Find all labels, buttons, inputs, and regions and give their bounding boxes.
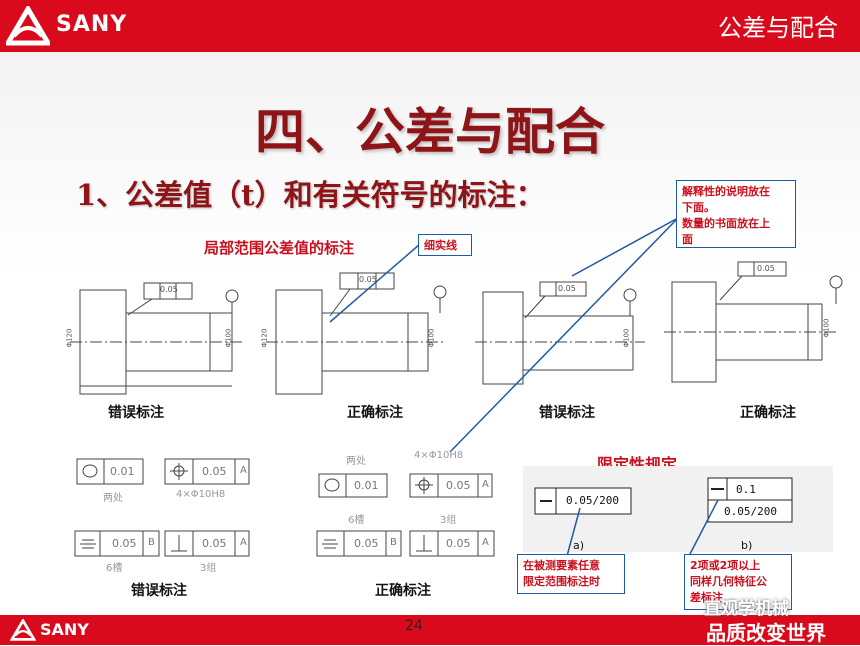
callout-explain-line4: 面 bbox=[682, 233, 693, 246]
sany-footer-emblem-icon bbox=[10, 619, 36, 641]
callout-leaders bbox=[329, 217, 719, 557]
header-bar: SANY 公差与配合 bbox=[0, 0, 860, 52]
datum-a-2: A bbox=[240, 537, 247, 548]
callout-multi-line3: 差标注 bbox=[690, 591, 723, 604]
callout-explanation: 解释性的说明放在 下面。 数量的书面放在上 面 bbox=[676, 180, 796, 248]
frame-value-005-c: 0.05 bbox=[202, 537, 227, 550]
shaft-drawing-2 bbox=[266, 272, 447, 395]
callout-multi-line2: 同样几何特征公 bbox=[690, 575, 767, 588]
datum-a-1: A bbox=[240, 465, 247, 476]
note-two-places-1: 两处 bbox=[103, 493, 123, 504]
callout-explain-line1: 解释性的说明放在 bbox=[682, 185, 770, 198]
footer-tagline: 品质改变世界 bbox=[706, 621, 826, 645]
note-holes-2: 4×Φ10H8 bbox=[414, 450, 464, 461]
limit-label-a: a) bbox=[573, 539, 585, 552]
datum-b-1: B bbox=[148, 537, 155, 548]
caption-right-3: 正确标注 bbox=[375, 583, 431, 599]
subtitle: 1、公差值（t）和有关符号的标注： bbox=[76, 178, 545, 212]
limit-value-b1: 0.1 bbox=[736, 483, 756, 496]
main-title: 四、公差与配合 bbox=[255, 102, 605, 161]
callout-thin-line-text: 细实线 bbox=[424, 239, 457, 252]
note-three-groups-2: 3组 bbox=[440, 515, 457, 526]
caption-wrong-1: 错误标注 bbox=[108, 405, 164, 421]
frame-value-005-a: 0.05 bbox=[202, 465, 227, 478]
callout-arbitrary-range: 在被测要素任意 限定范围标注时 bbox=[517, 554, 625, 594]
drawing-value-1: 0.05 bbox=[160, 285, 178, 294]
caption-wrong-2: 错误标注 bbox=[539, 405, 595, 421]
limit-value-a: 0.05/200 bbox=[566, 494, 619, 507]
frame-value-001-b: 0.01 bbox=[354, 479, 379, 492]
sany-logo: SANY bbox=[3, 4, 166, 46]
dim-d120-2: Φ120 bbox=[260, 328, 269, 348]
dim-d100-1: Φ100 bbox=[224, 328, 233, 348]
footer-brand: SANY bbox=[40, 620, 89, 639]
section-title: 公差与配合 bbox=[718, 14, 838, 42]
limit-value-b2: 0.05/200 bbox=[724, 505, 777, 518]
sany-emblem-icon bbox=[3, 4, 53, 46]
drawing-value-3: 0.05 bbox=[558, 284, 576, 293]
footer-bar: SANY 24 品质改变世界 bbox=[0, 615, 860, 645]
frame-value-005-b: 0.05 bbox=[112, 537, 137, 550]
frame-value-005-d: 0.05 bbox=[446, 479, 471, 492]
callout-multi-line1: 2项或2项以上 bbox=[690, 559, 761, 572]
dim-d100-4: Φ100 bbox=[822, 318, 831, 338]
caption-right-1: 正确标注 bbox=[347, 405, 403, 421]
dim-d100-2: Φ100 bbox=[427, 328, 436, 348]
caption-wrong-3: 错误标注 bbox=[131, 583, 187, 599]
caption-right-2: 正确标注 bbox=[740, 405, 796, 421]
dim-d100-3: Φ100 bbox=[622, 328, 631, 348]
callout-explain-line3: 数量的书面放在上 bbox=[682, 217, 770, 230]
note-two-places-2: 两处 bbox=[346, 456, 366, 467]
callout-arbitrary-line1: 在被测要素任意 bbox=[523, 559, 600, 572]
label-local-range: 局部范围公差值的标注 bbox=[204, 239, 355, 257]
note-six-slots-1: 6槽 bbox=[106, 563, 123, 574]
datum-b-2: B bbox=[390, 537, 397, 548]
callout-thin-line: 细实线 bbox=[418, 234, 472, 256]
shaft-drawing-3 bbox=[475, 281, 645, 385]
frame-value-005-f: 0.05 bbox=[446, 537, 471, 550]
limit-frames bbox=[534, 477, 793, 523]
drawing-value-2: 0.05 bbox=[359, 275, 377, 284]
callout-arbitrary-line2: 限定范围标注时 bbox=[523, 575, 600, 588]
drawing-value-4: 0.05 bbox=[757, 264, 775, 273]
shaft-drawing-4 bbox=[664, 261, 843, 383]
note-holes-1: 4×Φ10H8 bbox=[176, 489, 226, 500]
callout-multiple-features: 2项或2项以上 同样几何特征公 差标注 bbox=[684, 554, 792, 610]
frames-right bbox=[316, 473, 495, 557]
header-brand: SANY bbox=[56, 12, 128, 37]
frames-wrong bbox=[74, 458, 250, 557]
page-number: 24 bbox=[405, 618, 423, 634]
note-six-slots-2: 6槽 bbox=[348, 515, 365, 526]
callout-explain-line2: 下面。 bbox=[682, 201, 715, 214]
shaft-drawing-1 bbox=[70, 282, 245, 395]
dim-d120-1: Φ120 bbox=[65, 328, 74, 348]
watermark-text: 直观学机械 bbox=[704, 599, 789, 619]
frame-value-001-a: 0.01 bbox=[110, 465, 135, 478]
limit-label-b: b) bbox=[741, 539, 753, 552]
frame-value-005-e: 0.05 bbox=[354, 537, 379, 550]
note-three-groups-1: 3组 bbox=[200, 563, 217, 574]
datum-a-3: A bbox=[482, 479, 489, 490]
datum-a-4: A bbox=[482, 537, 489, 548]
